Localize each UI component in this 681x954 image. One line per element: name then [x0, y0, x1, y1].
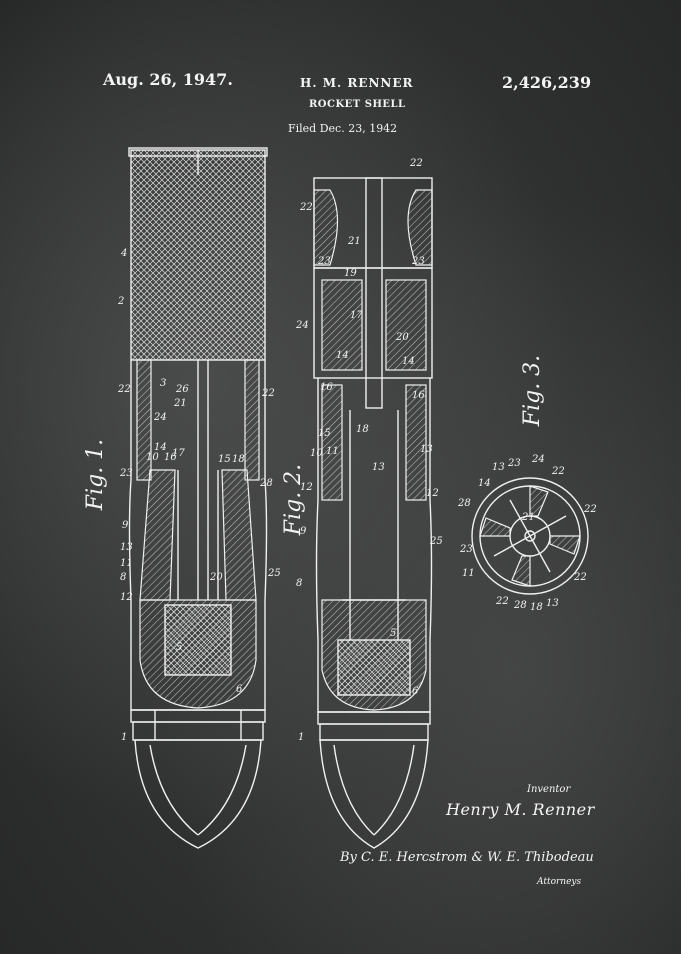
ref-fig1: 12	[120, 592, 133, 603]
figure-3-end-view	[471, 477, 589, 595]
ref-fig2: 12	[300, 482, 313, 493]
ref-fig3: 23	[507, 458, 521, 469]
ref-fig1: 22	[261, 388, 275, 399]
ref-fig1: 11	[120, 558, 133, 569]
ref-fig2: 16	[412, 390, 425, 401]
patent-number: 2,426,239	[502, 73, 592, 92]
attorneys-caption: Attorneys	[537, 877, 582, 887]
ref-fig1: 1	[121, 732, 127, 743]
ref-fig1: 16	[164, 452, 177, 463]
attorneys-signature: By C. E. Hercstrom & W. E. Thibodeau	[340, 850, 594, 865]
ref-fig2: 21	[347, 236, 361, 247]
filed-date: Filed Dec. 23, 1942	[288, 122, 398, 135]
ref-fig1: 2	[117, 296, 124, 307]
ref-fig1: 24	[153, 412, 167, 423]
ref-fig3: 22	[551, 466, 565, 477]
ref-fig2: 18	[356, 424, 369, 435]
ref-fig2: 19	[344, 268, 357, 279]
ref-fig2: 24	[295, 320, 309, 331]
ref-fig1: 13	[120, 542, 133, 553]
ref-fig2: 5	[390, 628, 396, 639]
ref-fig2: 15	[318, 428, 331, 439]
ref-fig2: 13	[372, 462, 385, 473]
ref-fig1: 21	[173, 398, 187, 409]
ref-fig1: 14	[154, 442, 167, 453]
ref-fig1: 4	[120, 248, 127, 259]
ref-fig3: 18	[530, 602, 543, 613]
ref-fig3: 22	[495, 596, 509, 607]
patent-title: ROCKET SHELL	[309, 99, 406, 110]
ref-fig1: 5	[176, 642, 182, 653]
ref-fig1: 17	[172, 448, 185, 459]
ref-fig2: 6	[412, 686, 419, 697]
ref-fig3: 11	[462, 568, 475, 579]
inventor-heading: H. M. RENNER	[300, 76, 414, 90]
ref-fig3: 23	[459, 544, 473, 555]
ref-fig1: 26	[175, 384, 189, 395]
inventor-signature: Henry M. Renner	[446, 800, 595, 819]
ref-fig2: 14	[336, 350, 349, 361]
ref-fig2: 20	[395, 332, 409, 343]
ref-fig2: 22	[409, 158, 423, 169]
ref-fig2: 23	[411, 256, 425, 267]
ref-fig1: 6	[236, 684, 243, 695]
figure-2-section	[313, 177, 433, 849]
ref-fig2: 17	[350, 310, 363, 321]
ref-fig2: 25	[429, 536, 443, 547]
shell-nose	[134, 739, 262, 849]
figure-1-shell	[128, 147, 268, 849]
ref-fig3: 21	[521, 512, 535, 523]
ref-fig2: 23	[317, 256, 331, 267]
ref-fig1: 8	[120, 572, 126, 583]
ref-fig2: 14	[402, 356, 415, 367]
ref-fig3: 22	[583, 504, 597, 515]
reference-numerals: 4 2 22 3 24 21 26 22 14 10 16 17 23 9 13…	[117, 158, 597, 743]
ref-fig2: 9	[300, 526, 307, 537]
ref-fig3: 14	[478, 478, 491, 489]
inventor-caption: Inventor	[527, 784, 571, 795]
ref-fig3: 28	[513, 600, 527, 611]
ref-fig2: 1	[298, 732, 304, 743]
ref-fig3: 24	[531, 454, 545, 465]
ref-fig3: 13	[492, 462, 505, 473]
ref-fig1: 9	[122, 520, 129, 531]
ref-fig2: 13	[420, 444, 433, 455]
ref-fig2: 8	[296, 578, 302, 589]
ref-fig3: 22	[573, 572, 587, 583]
ref-fig2: 12	[426, 488, 439, 499]
ref-fig1: 15	[218, 454, 231, 465]
ref-fig2: 10	[310, 448, 323, 459]
ref-fig2: 16	[320, 382, 333, 393]
ref-fig1: 23	[119, 468, 133, 479]
ref-fig1: 20	[209, 572, 223, 583]
patent-date: Aug. 26, 1947.	[103, 70, 233, 89]
ref-fig1: 22	[117, 384, 131, 395]
ref-fig1: 10	[146, 452, 159, 463]
ref-fig1: 28	[259, 478, 273, 489]
ref-fig1: 18	[232, 454, 245, 465]
ref-fig3: 28	[457, 498, 471, 509]
section-nose	[319, 739, 429, 849]
ref-fig2: 11	[326, 446, 339, 457]
propellant-charge	[130, 149, 266, 361]
ref-fig2: 22	[299, 202, 313, 213]
ref-fig3: 13	[546, 598, 559, 609]
ref-fig1: 25	[267, 568, 281, 579]
ref-fig1: 3	[160, 378, 166, 389]
